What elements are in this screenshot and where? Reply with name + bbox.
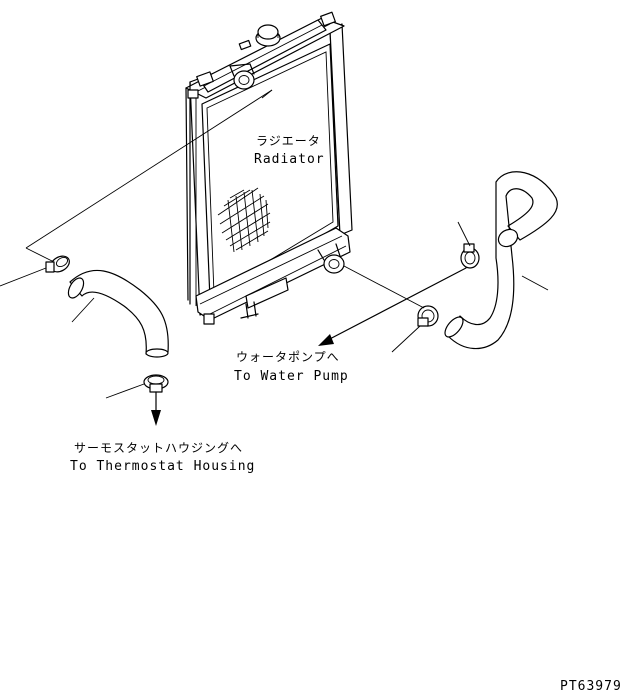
radiator-label-en: Radiator bbox=[254, 152, 325, 167]
thermostat-label-jp: サーモスタットハウジングへ bbox=[74, 441, 243, 455]
radiator-label-jp: ラジエータ bbox=[256, 134, 321, 148]
hose-clamp-icon bbox=[460, 243, 480, 269]
hose-clamp-icon bbox=[45, 255, 70, 273]
arrow-icon bbox=[151, 391, 161, 426]
hose-leader bbox=[71, 297, 95, 323]
thermostat-label-en: To Thermostat Housing bbox=[70, 459, 255, 474]
water-pump-label-jp: ウォータポンプへ bbox=[236, 350, 340, 364]
hose-leader bbox=[521, 275, 549, 291]
radiator-leader bbox=[25, 89, 273, 263]
hose-clamp-icon bbox=[143, 374, 169, 393]
clamp-leader bbox=[0, 267, 47, 287]
arrow-icon bbox=[318, 267, 467, 346]
clamp-leader bbox=[457, 221, 471, 247]
outlet-leader bbox=[343, 265, 425, 309]
water-pump-label-en: To Water Pump bbox=[234, 369, 349, 384]
upper-hose bbox=[67, 269, 169, 358]
hose-clamp-icon bbox=[417, 305, 439, 327]
clamp-leader bbox=[391, 325, 421, 353]
lower-hose bbox=[444, 171, 558, 350]
drawing-number: PT63979 bbox=[560, 679, 622, 694]
radiator-icon bbox=[185, 11, 353, 325]
clamp-leader bbox=[105, 383, 145, 399]
